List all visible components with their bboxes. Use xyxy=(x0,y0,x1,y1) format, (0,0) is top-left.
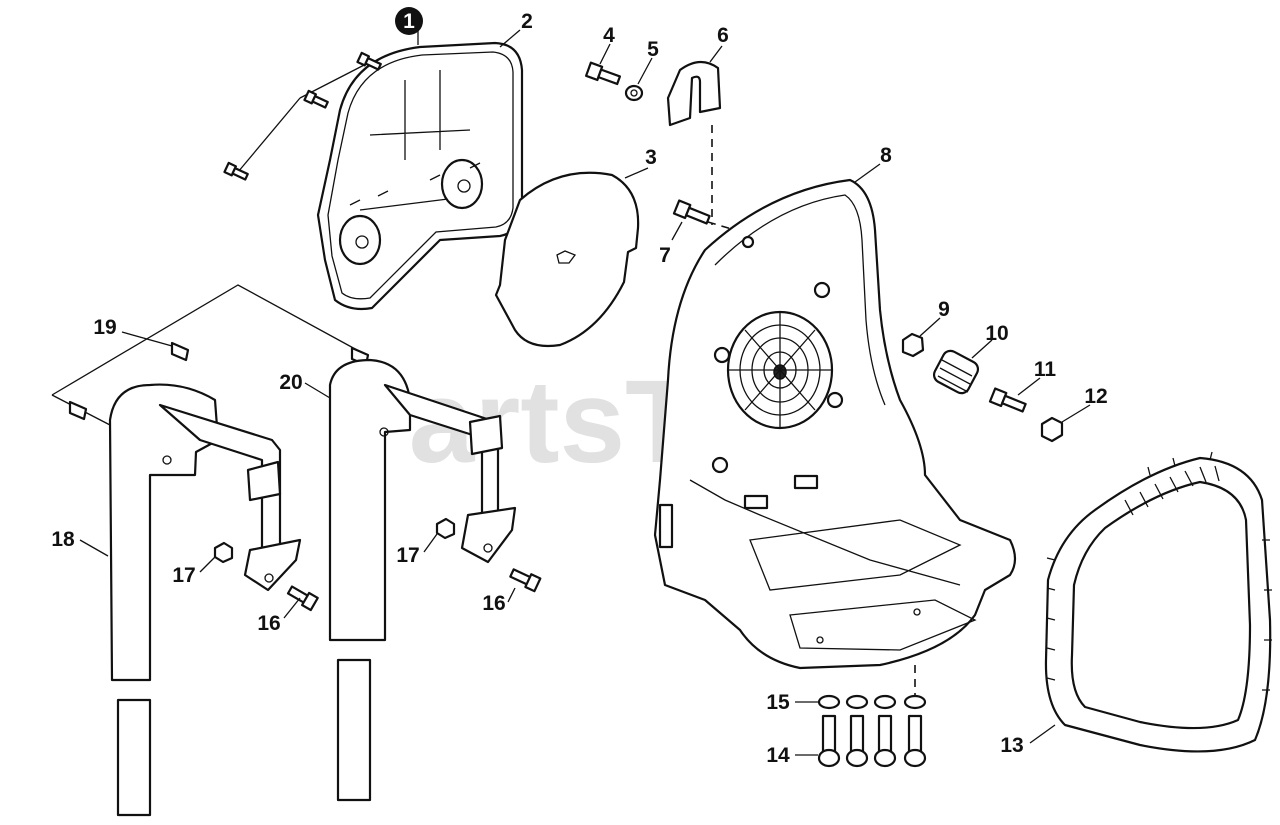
callout-20: 20 xyxy=(279,371,302,394)
part-screw-16a[interactable] xyxy=(286,584,319,612)
callout-12: 12 xyxy=(1084,385,1107,408)
callout-3: 3 xyxy=(645,146,657,169)
part-housing-8[interactable] xyxy=(653,178,1017,700)
callout-2: 2 xyxy=(521,10,533,33)
part-nut-12[interactable] xyxy=(1040,416,1064,443)
callout-7: 7 xyxy=(659,244,671,267)
part-washers-15[interactable] xyxy=(817,694,927,710)
part-nut-17a[interactable] xyxy=(213,541,234,564)
part-strap-18[interactable] xyxy=(108,383,302,817)
part-nut-17b[interactable] xyxy=(435,517,456,540)
callout-9: 9 xyxy=(938,298,950,321)
callout-17a: 17 xyxy=(172,564,195,587)
part-bolt-11[interactable] xyxy=(988,387,1027,415)
callout-11: 11 xyxy=(1034,358,1057,381)
part-nut-9[interactable] xyxy=(901,332,925,358)
callout-14: 14 xyxy=(766,744,790,767)
callout-1-text: 1 xyxy=(403,10,415,33)
part-bolts-14[interactable] xyxy=(817,714,927,768)
part-back-plate[interactable] xyxy=(316,41,524,311)
callout-4: 4 xyxy=(603,24,615,47)
part-washer-5[interactable] xyxy=(624,84,644,102)
fan-grille xyxy=(726,310,834,430)
callout-10: 10 xyxy=(985,322,1008,345)
callout-1: 1 xyxy=(395,7,423,35)
part-frame-13[interactable] xyxy=(1044,451,1272,753)
callout-6: 6 xyxy=(717,24,729,47)
callout-5: 5 xyxy=(647,38,659,61)
part-screws-1[interactable] xyxy=(223,51,382,181)
callout-16b: 16 xyxy=(482,592,505,615)
callout-18: 18 xyxy=(51,528,75,551)
callout-16a: 16 xyxy=(257,612,280,635)
callout-17b: 17 xyxy=(396,544,419,567)
part-clamp-6[interactable] xyxy=(666,60,722,225)
part-screw-7[interactable] xyxy=(672,199,711,227)
part-spring-10[interactable] xyxy=(931,348,981,396)
part-bolt-4[interactable] xyxy=(584,61,622,87)
callout-8: 8 xyxy=(880,144,892,167)
callout-15: 15 xyxy=(766,691,790,714)
callout-19: 19 xyxy=(93,316,116,339)
part-strap-20[interactable] xyxy=(328,358,517,802)
callout-13: 13 xyxy=(1000,734,1023,757)
part-screw-16b[interactable] xyxy=(509,567,542,593)
part-gasket[interactable] xyxy=(494,171,640,348)
